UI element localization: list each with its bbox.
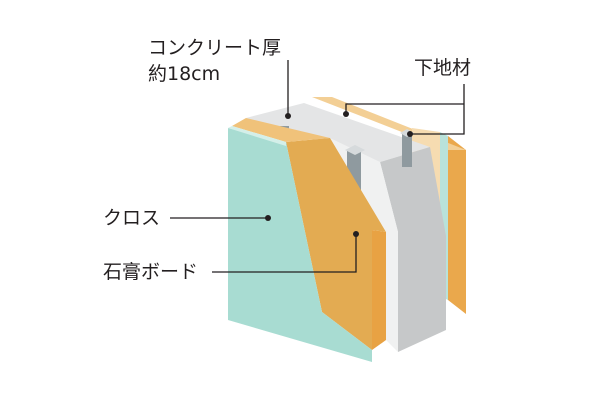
back-board-face (448, 136, 466, 314)
concrete-front (330, 138, 398, 352)
cloth-label: クロス (103, 207, 160, 229)
concrete-thickness-label: コンクリート厚 (148, 37, 281, 59)
gypsum-board-leader-line (212, 236, 357, 273)
stud-back (402, 133, 412, 167)
gypsum-board-edge (372, 230, 386, 350)
base-material-dot-front (343, 111, 349, 117)
concrete-leader-dot (285, 113, 291, 119)
base-material-leader-branch (345, 103, 464, 112)
concrete-side (380, 147, 446, 352)
gypsum-board-leader-dot (353, 231, 359, 237)
concrete-top (246, 103, 430, 162)
gypsum-board-top (232, 118, 330, 142)
base-material-label: 下地材 (414, 57, 471, 79)
base-material-dot-back (407, 131, 413, 137)
base-material-leader-line (412, 84, 465, 135)
gypsum-board-front (286, 138, 386, 350)
cloth-face (228, 128, 372, 362)
cloth-top-edge (228, 126, 286, 146)
stud-front-top (345, 145, 365, 155)
gypsum-board-label: 石膏ボード (103, 260, 198, 283)
concrete-thickness-value: 約18cm (148, 63, 220, 85)
cloth-leader-dot (265, 215, 271, 221)
